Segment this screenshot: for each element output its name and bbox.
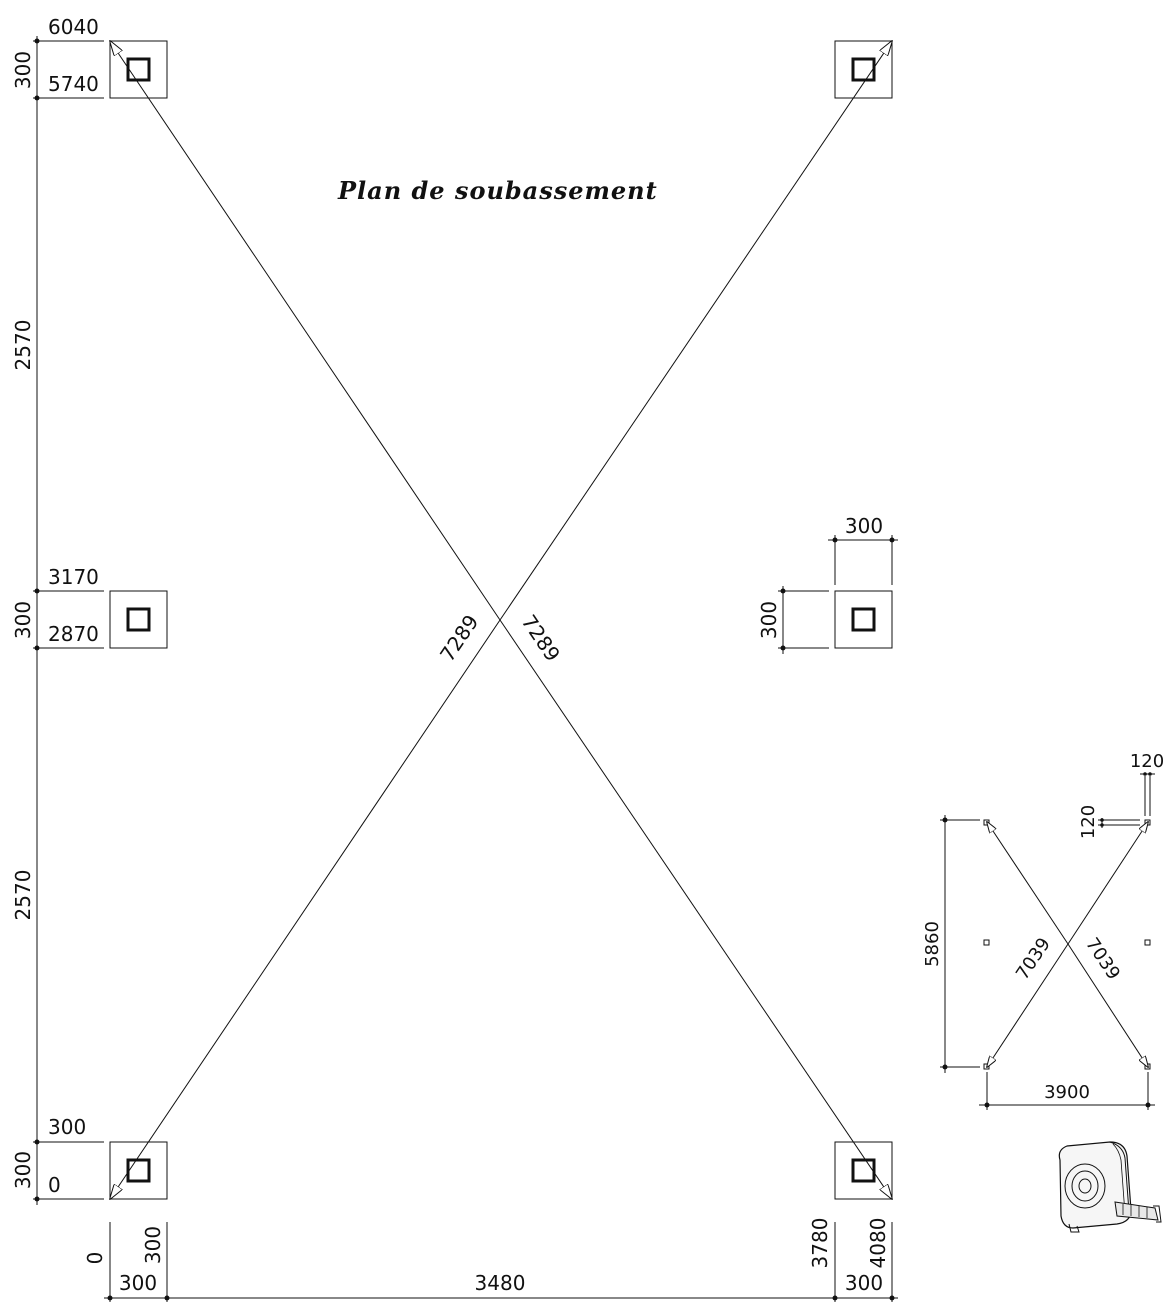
elevation-6040: 6040 (48, 15, 99, 39)
diagonal-a-label: 7289 (435, 610, 483, 666)
coord-x-0: 0 (83, 1252, 107, 1265)
diagonal-b (110, 41, 501, 621)
elevation-2870: 2870 (48, 622, 99, 646)
diagonal-a-upper (499, 41, 892, 621)
mini-plan (940, 772, 1155, 1110)
coord-x-3780: 3780 (808, 1218, 832, 1269)
pier-mid-right (834, 590, 893, 649)
tape-measure-icon (1058, 1141, 1162, 1233)
elevation-3170: 3170 (48, 565, 99, 589)
pier-detail-dims (778, 535, 898, 654)
width-left-pier: 300 (119, 1271, 157, 1295)
pier-top-right (834, 40, 893, 99)
mini-post-height: 120 (1078, 805, 1099, 839)
coord-x-300: 300 (141, 1226, 165, 1264)
width-right-pier: 300 (845, 1271, 883, 1295)
pier-top-left (109, 40, 168, 99)
bottom-pier-height: 300 (11, 1151, 35, 1189)
coord-x-4080: 4080 (866, 1218, 890, 1269)
drawing-title: Plan de soubassement (337, 176, 658, 205)
elevation-300: 300 (48, 1115, 86, 1139)
mini-width: 3900 (1044, 1082, 1090, 1103)
pier-height-dim: 300 (757, 601, 781, 639)
top-pier-height: 300 (11, 51, 35, 89)
bottom-dimension-chain (104, 1222, 898, 1302)
mini-height: 5860 (922, 921, 943, 967)
pier-mid-left (109, 590, 168, 649)
mini-diagonal-b: 7039 (1081, 934, 1124, 984)
diagonal-b-label: 7289 (517, 610, 565, 666)
diagonal-a (110, 619, 501, 1199)
mid-pier-height: 300 (11, 601, 35, 639)
pier-bottom-right (834, 1141, 893, 1200)
diagonal-b-lower (499, 619, 892, 1199)
pier-bottom-left (109, 1141, 168, 1200)
elevation-0: 0 (48, 1173, 61, 1197)
span-width: 3480 (475, 1271, 526, 1295)
mini-post-width: 120 (1130, 751, 1164, 772)
mini-diagonal-a: 7039 (1012, 934, 1055, 984)
elevation-5740: 5740 (48, 72, 99, 96)
pier-width-dim: 300 (845, 514, 883, 538)
left-dimension-chain (33, 36, 104, 1205)
span-upper: 2570 (11, 320, 35, 371)
span-lower: 2570 (11, 870, 35, 921)
